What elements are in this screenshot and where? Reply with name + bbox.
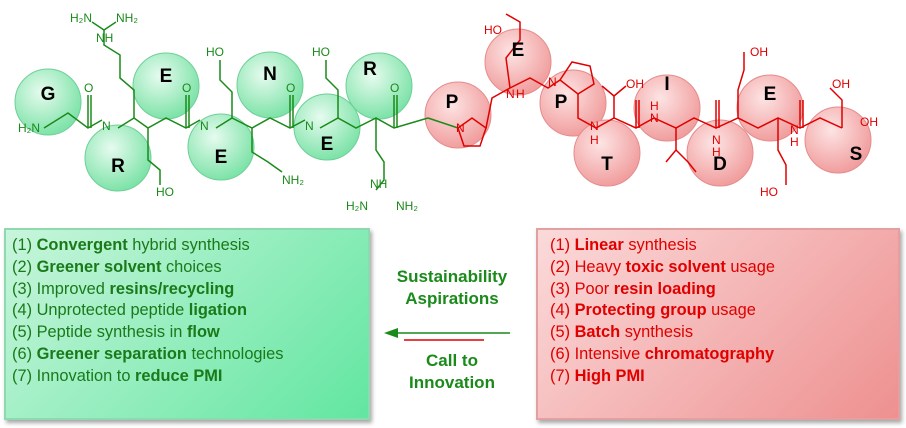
red-item-6: (6) Intensive chromatography <box>550 344 775 363</box>
residue-letter-n5: N <box>263 64 277 85</box>
residue-letter-g1: G <box>41 84 56 105</box>
atom-label-amide-nh2: NH₂ <box>282 173 304 187</box>
atom-label-amide-h-5: H <box>790 135 799 149</box>
green-residue-bubbles <box>14 51 413 192</box>
atom-label-acid-ho-4: HO <box>484 23 502 37</box>
atom-label-amide-n-4: N <box>590 119 599 133</box>
atom-label-amide-n-6: N <box>712 133 721 147</box>
green-aspirations-list: (1) Convergent hybrid synthesis (2) Gree… <box>6 230 368 388</box>
atom-label-carbonyl-o-4: O <box>390 81 399 95</box>
aspirations-line-2: Aspirations <box>405 289 499 308</box>
atom-label-guanidine-top-nh: NH <box>96 31 113 45</box>
green-item-6: (6) Greener separation technologies <box>12 344 284 363</box>
aspirations-line-1: Sustainability <box>396 267 508 286</box>
residue-letter-e6: E <box>321 134 334 155</box>
residue-letter-e4: E <box>215 147 228 168</box>
bubble-e6 <box>293 93 361 161</box>
green-item-2: (2) Greener solvent choices <box>12 257 222 276</box>
green-item-1: (1) Convergent hybrid synthesis <box>12 236 250 254</box>
atom-label-hydroxyl-oh-2: OH <box>832 77 850 91</box>
atom-label-guanidine-top-h2n: H₂N <box>70 11 92 25</box>
residue-letter-e3: E <box>160 66 173 87</box>
atom-label-acid-ho-5: HO <box>760 185 778 199</box>
atom-label-carbonyl-o-3: O <box>286 81 295 95</box>
atom-label-amide-n-7: N <box>790 123 799 137</box>
atom-label-amide-h-2: H <box>590 133 599 147</box>
peptide-structure: G R E E N E R P E P T I D E S H₂N NH NH₂… <box>14 11 878 213</box>
red-current-practice-panel: (1) Linear synthesis (2) Heavy toxic sol… <box>536 228 900 420</box>
green-item-4: (4) Unprotected peptide ligation <box>12 301 248 320</box>
bubble-p8 <box>424 81 492 149</box>
red-item-3: (3) Poor resin loading <box>550 279 716 298</box>
atom-label-amide-n-3: N <box>305 119 314 133</box>
green-item-5: (5) Peptide synthesis in flow <box>12 323 220 342</box>
atom-label-amide-h-4: H <box>712 145 721 159</box>
innovation-line-2: Innovation <box>409 373 495 392</box>
atom-label-acid-oh-2: OH <box>860 115 878 129</box>
atom-label-h2n-terminal: H₂N <box>18 121 40 135</box>
atom-label-acid-oh: OH <box>750 45 768 59</box>
bubble-t11 <box>573 119 641 187</box>
red-practice-list: (1) Linear synthesis (2) Heavy toxic sol… <box>538 230 898 388</box>
residue-letter-d13: D <box>713 154 727 175</box>
atom-label-guanidine-bottom-h2n: H₂N <box>346 199 368 213</box>
call-to-innovation-label: Call to Innovation <box>372 350 532 394</box>
green-item-3: (3) Improved resins/recycling <box>12 279 235 298</box>
residue-letter-p8: P <box>446 92 459 113</box>
atom-label-acid-ho-1: HO <box>156 185 174 199</box>
bubble-g1 <box>14 68 82 136</box>
red-residue-bubbles <box>424 28 872 187</box>
atom-label-guanidine-bottom-nh2: NH₂ <box>396 199 418 213</box>
green-item-7: (7) Innovation to reduce PMI <box>12 366 223 385</box>
left-arrow <box>384 328 510 341</box>
atom-label-carbonyl-o-2: O <box>182 81 191 95</box>
bubble-e4 <box>187 113 255 181</box>
atom-label-acid-ho-3: HO <box>312 45 330 59</box>
atom-label-amide-n-1: N <box>102 119 111 133</box>
residue-letter-i12: I <box>664 74 669 95</box>
bubble-r7 <box>345 52 413 120</box>
red-item-7: (7) High PMI <box>550 366 645 385</box>
red-item-5: (5) Batch synthesis <box>550 323 694 342</box>
residue-letter-r7: R <box>363 59 377 80</box>
bubble-e9 <box>484 28 552 96</box>
residue-letter-s15: S <box>850 144 863 165</box>
residue-letter-r2: R <box>111 156 125 177</box>
residue-letter-t11: T <box>601 154 613 175</box>
atom-label-amide-h-3: H <box>650 99 659 113</box>
green-aspirations-panel: (1) Convergent hybrid synthesis (2) Gree… <box>4 228 370 420</box>
atom-label-proline-n-2: N <box>548 75 557 89</box>
atom-label-guanidine-bottom-nh: NH <box>370 177 387 191</box>
atom-label-amide-h-1: H <box>516 87 525 101</box>
bubble-d13 <box>686 119 754 187</box>
innovation-line-1: Call to <box>426 351 478 370</box>
bubble-s15 <box>804 106 872 174</box>
residue-letter-e14: E <box>764 84 777 105</box>
residue-letter-p10: P <box>555 92 568 113</box>
red-item-4: (4) Protecting group usage <box>550 301 756 320</box>
residue-letter-e9: E <box>512 40 525 61</box>
red-bonds <box>457 13 843 185</box>
sustainability-aspirations-label: Sustainability Aspirations <box>372 266 532 310</box>
green-bonds <box>43 21 459 191</box>
atom-label-guanidine-top-nh2: NH₂ <box>116 11 138 25</box>
atom-label-hydroxyl-oh-1: OH <box>626 77 644 91</box>
atom-label-acid-ho-2: HO <box>206 45 224 59</box>
atom-label-proline-n: N <box>456 121 465 135</box>
atom-label-amide-n-2: N <box>200 119 209 133</box>
bubble-r2 <box>84 124 152 192</box>
atom-label-amide-n-5: N <box>650 111 659 125</box>
red-item-1: (1) Linear synthesis <box>550 236 697 254</box>
atom-label-amide-nh-1: N <box>506 87 515 101</box>
atom-label-carbonyl-o-1: O <box>84 81 93 95</box>
red-item-2: (2) Heavy toxic solvent usage <box>550 257 776 276</box>
bubble-e3 <box>132 52 200 120</box>
